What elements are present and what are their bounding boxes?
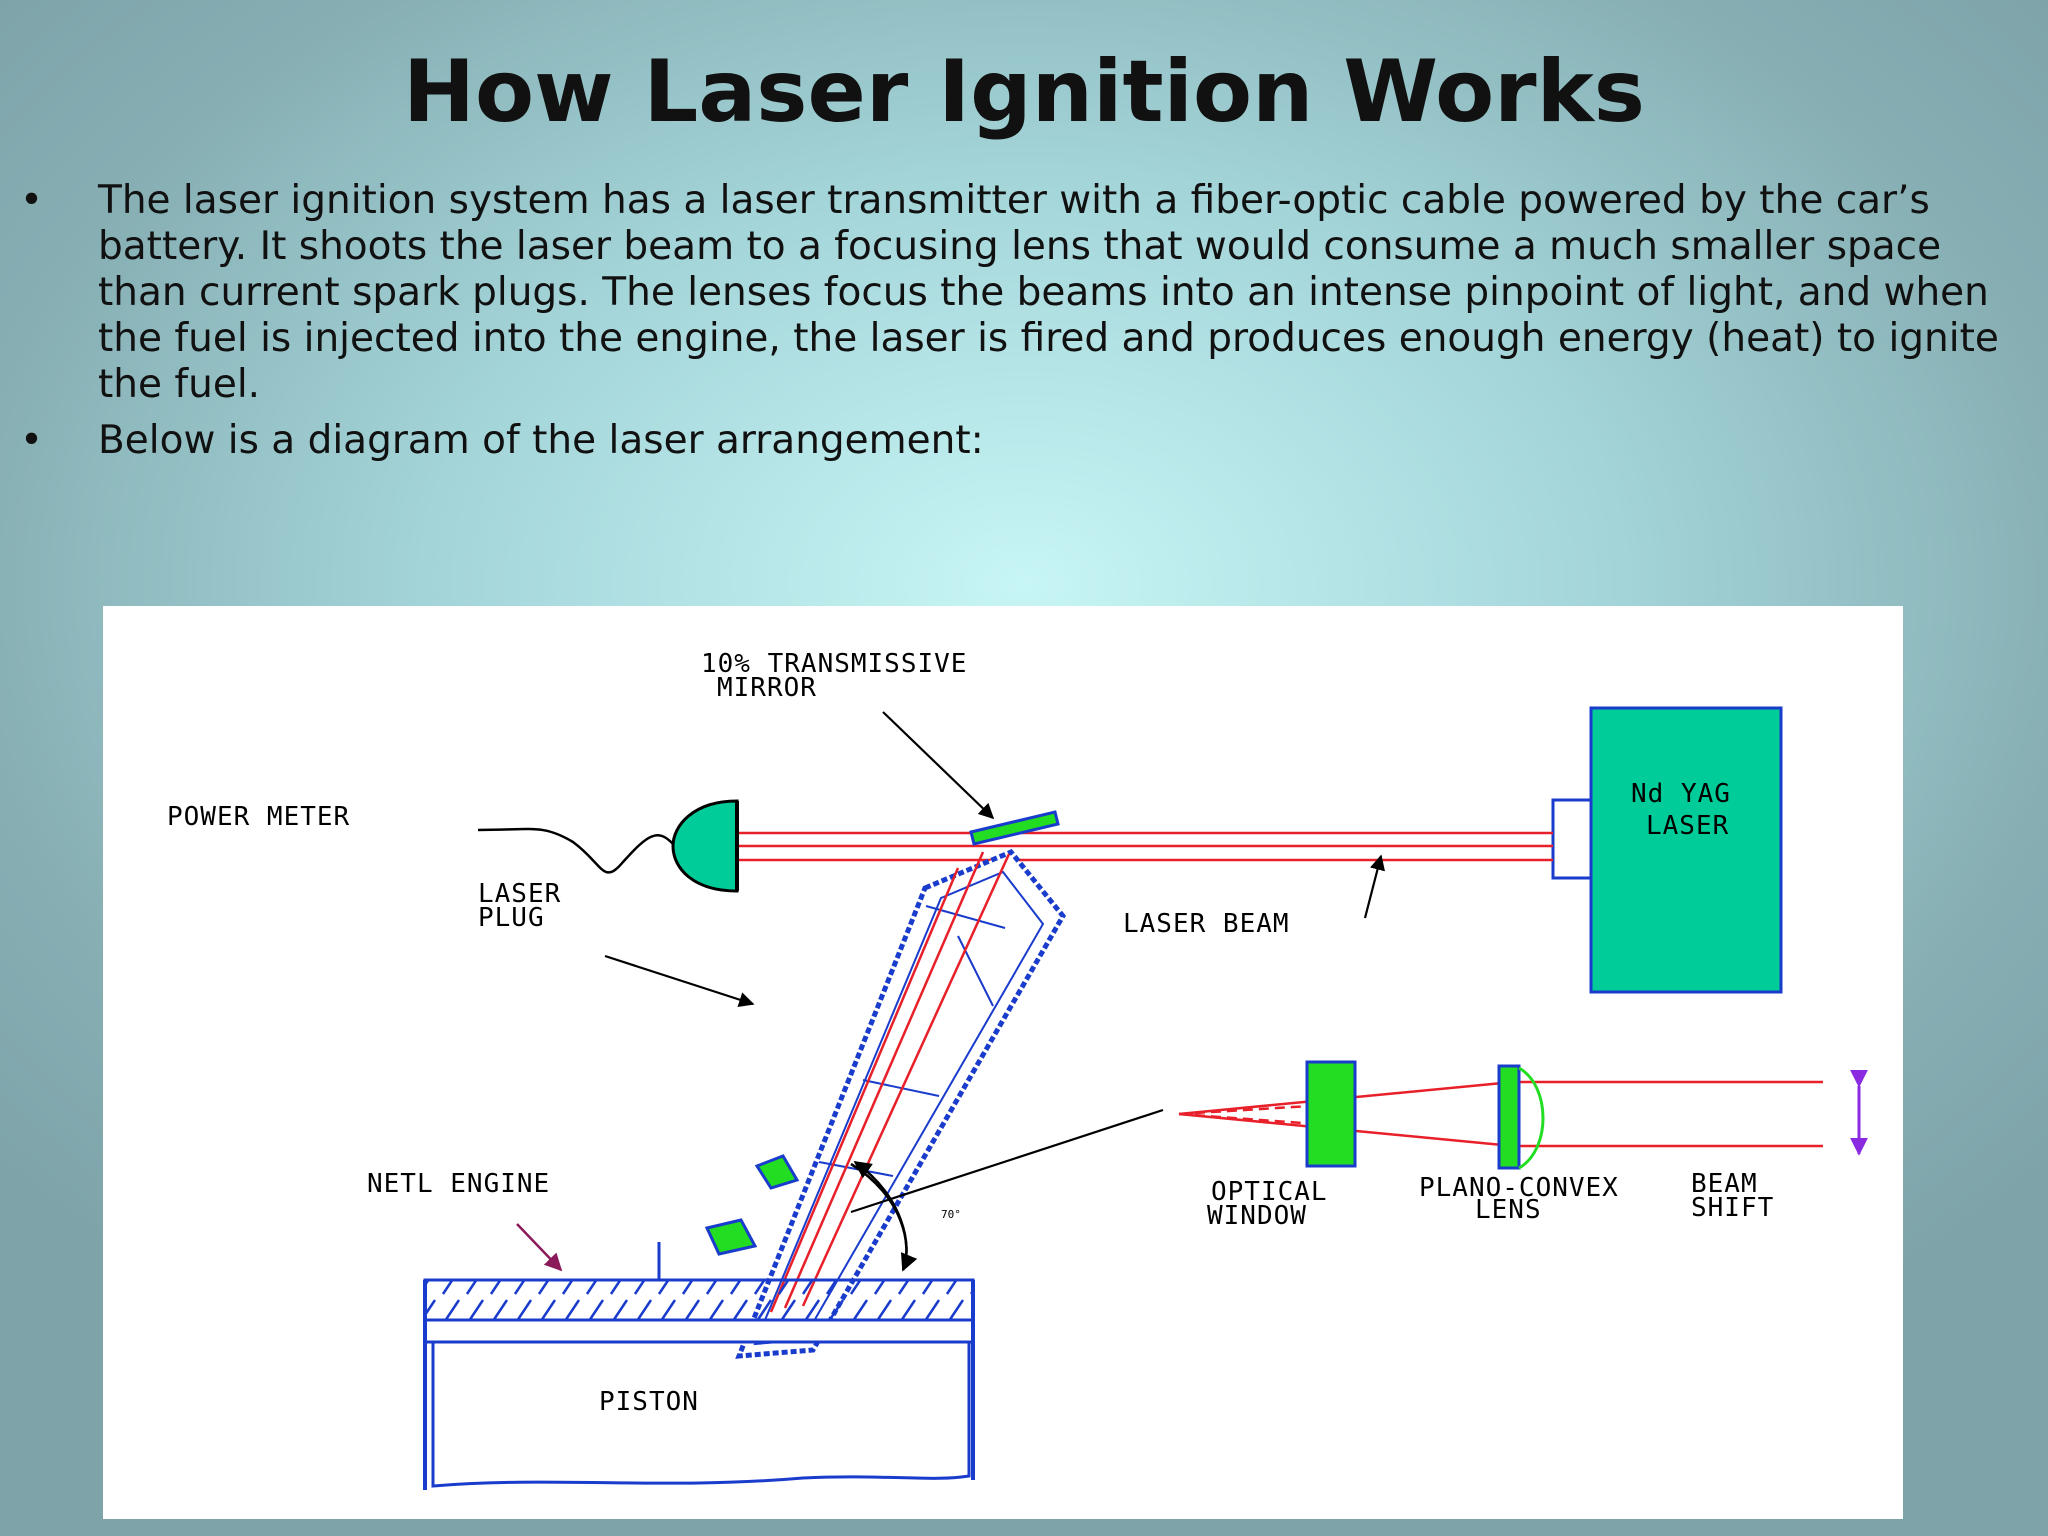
label-netl-engine: NETL ENGINE: [367, 1169, 550, 1199]
bullet-text: Below is a diagram of the laser arrangem…: [98, 418, 984, 463]
label-plano-convex-2: LENS: [1475, 1195, 1542, 1225]
label-mirror-1: 10% TRANSMISSIVE: [701, 649, 967, 679]
bullet-list: • The laser ignition system has a laser …: [0, 178, 2048, 474]
laser-plug: LASER PLUG: [478, 848, 1067, 1359]
label-beam-shift-1: BEAM: [1691, 1169, 1758, 1199]
label-nd-yag-2: LASER: [1646, 811, 1729, 841]
label-power-meter: POWER METER: [167, 802, 350, 832]
bullet-dot: •: [20, 418, 44, 463]
label-laser-plug-2: PLUG: [478, 903, 545, 933]
label-plano-convex-1: PLANO-CONVEX: [1419, 1173, 1619, 1203]
label-laser-beam: LASER BEAM: [1123, 909, 1290, 939]
angle-indicator: 70°: [850, 1108, 1164, 1272]
power-meter: POWER METER: [167, 799, 739, 893]
nd-yag-laser: Nd YAG LASER: [1551, 706, 1783, 994]
bullet-text: The laser ignition system has a laser tr…: [98, 178, 1999, 407]
laser-arrangement-diagram: Nd YAG LASER POWER METER 10% TRANSMISSIV…: [103, 606, 1903, 1519]
label-optical-window-2: WINDOW: [1207, 1201, 1307, 1231]
bullet-item-description: • The laser ignition system has a laser …: [0, 178, 2048, 408]
laser-beam-callout: LASER BEAM: [1123, 854, 1385, 939]
label-optical-window-1: OPTICAL: [1211, 1177, 1328, 1207]
diagram-svg: Nd YAG LASER POWER METER 10% TRANSMISSIV…: [167, 649, 1868, 1490]
label-laser-plug-1: LASER: [478, 879, 561, 909]
bullet-dot: •: [20, 178, 44, 223]
label-mirror-2: MIRROR: [717, 673, 817, 703]
label-piston: PISTON: [599, 1387, 699, 1417]
optical-train-detail: OPTICAL WINDOW PLANO-CONVEX LENS BEAM SH…: [1178, 1060, 1868, 1231]
laser-beam-horizontal: [731, 831, 1553, 862]
label-nd-yag-1: Nd YAG: [1631, 779, 1731, 809]
label-beam-shift-2: SHIFT: [1691, 1193, 1774, 1223]
label-angle: 70°: [941, 1208, 961, 1221]
transmissive-mirror: 10% TRANSMISSIVE MIRROR: [701, 649, 1060, 846]
slide-title: How Laser Ignition Works: [403, 42, 1645, 142]
bullet-item-diagram-intro: • Below is a diagram of the laser arrang…: [0, 418, 2048, 464]
engine-block: PISTON NETL ENGINE: [367, 1169, 975, 1490]
